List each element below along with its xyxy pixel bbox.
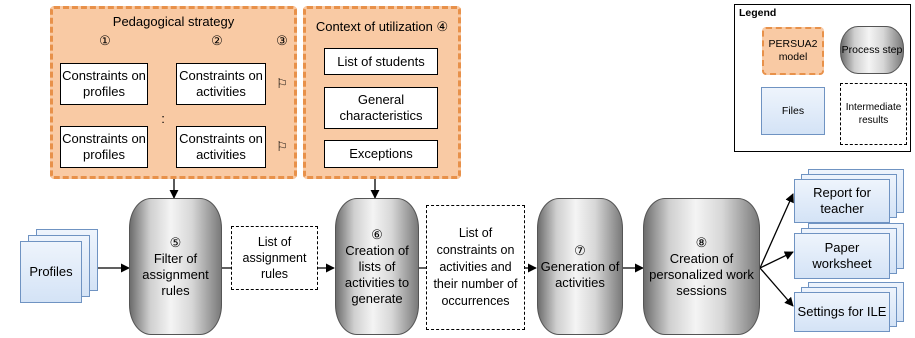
report-for-teacher-file: Report for teacher <box>794 179 890 223</box>
constraints-on-profiles-1: Constraints on profiles <box>60 63 148 105</box>
process-number-7: ⑦ <box>574 242 586 258</box>
process-filter-of-assignment-rules: ⑤ Filter of assignment rules <box>129 198 222 335</box>
flag-icon: ⚐ <box>276 139 288 154</box>
process-creation-of-personalized-work-sessions: ⑧ Creation of personalized work sessions <box>643 198 760 335</box>
process-label-7: Generation of activities <box>540 258 620 290</box>
profiles-file: Profiles <box>20 241 82 303</box>
settings-for-ile-file: Settings for ILE <box>794 292 890 332</box>
context-of-utilization-title: Context of utilization ④ <box>315 19 449 34</box>
process-label-5: Filter of assignment rules <box>142 250 209 298</box>
pedagogical-strategy-title: Pedagogical strategy <box>112 14 235 29</box>
list-of-constraints: List of constraints on activities and th… <box>426 205 525 330</box>
process-number-6: ⑥ <box>371 226 383 242</box>
paper-worksheet-file: Paper worksheet <box>794 233 890 279</box>
legend-title: Legend <box>739 7 777 19</box>
ellipsis-marker: : <box>161 111 165 126</box>
constraints-on-profiles-2: Constraints on profiles <box>60 126 148 168</box>
process-generation-of-activities: ⑦ Generation of activities <box>537 198 623 335</box>
marker-2: ② <box>211 33 223 48</box>
flag-icon: ⚐ <box>276 76 288 91</box>
marker-3: ③ <box>276 33 288 48</box>
legend-model: PERSUA2 model <box>762 27 824 75</box>
legend-process: Process step <box>840 26 904 74</box>
process-label-8: Creation of personalized work sessions <box>649 250 754 298</box>
arrow-to-settings <box>759 267 794 307</box>
legend-files: Files <box>761 87 825 135</box>
arrow-to-worksheet <box>759 251 794 269</box>
exceptions: Exceptions <box>324 140 438 168</box>
process-creation-of-lists: ⑥ Creation of lists of activities to gen… <box>335 198 419 335</box>
process-number-5: ⑤ <box>169 234 182 250</box>
process-label-6: Creation of lists of activities to gener… <box>344 242 410 306</box>
marker-1: ① <box>99 33 111 48</box>
constraints-on-activities-2: Constraints on activities <box>176 126 266 168</box>
list-of-assignment-rules: List of assignment rules <box>231 226 318 290</box>
legend-intermediate: Intermediate results <box>840 83 907 145</box>
general-characteristics: General characteristics <box>324 87 438 129</box>
constraints-on-activities-1: Constraints on activities <box>176 63 266 105</box>
process-number-8: ⑧ <box>695 234 708 250</box>
arrow-to-report <box>759 193 794 269</box>
list-of-students: List of students <box>324 48 438 75</box>
